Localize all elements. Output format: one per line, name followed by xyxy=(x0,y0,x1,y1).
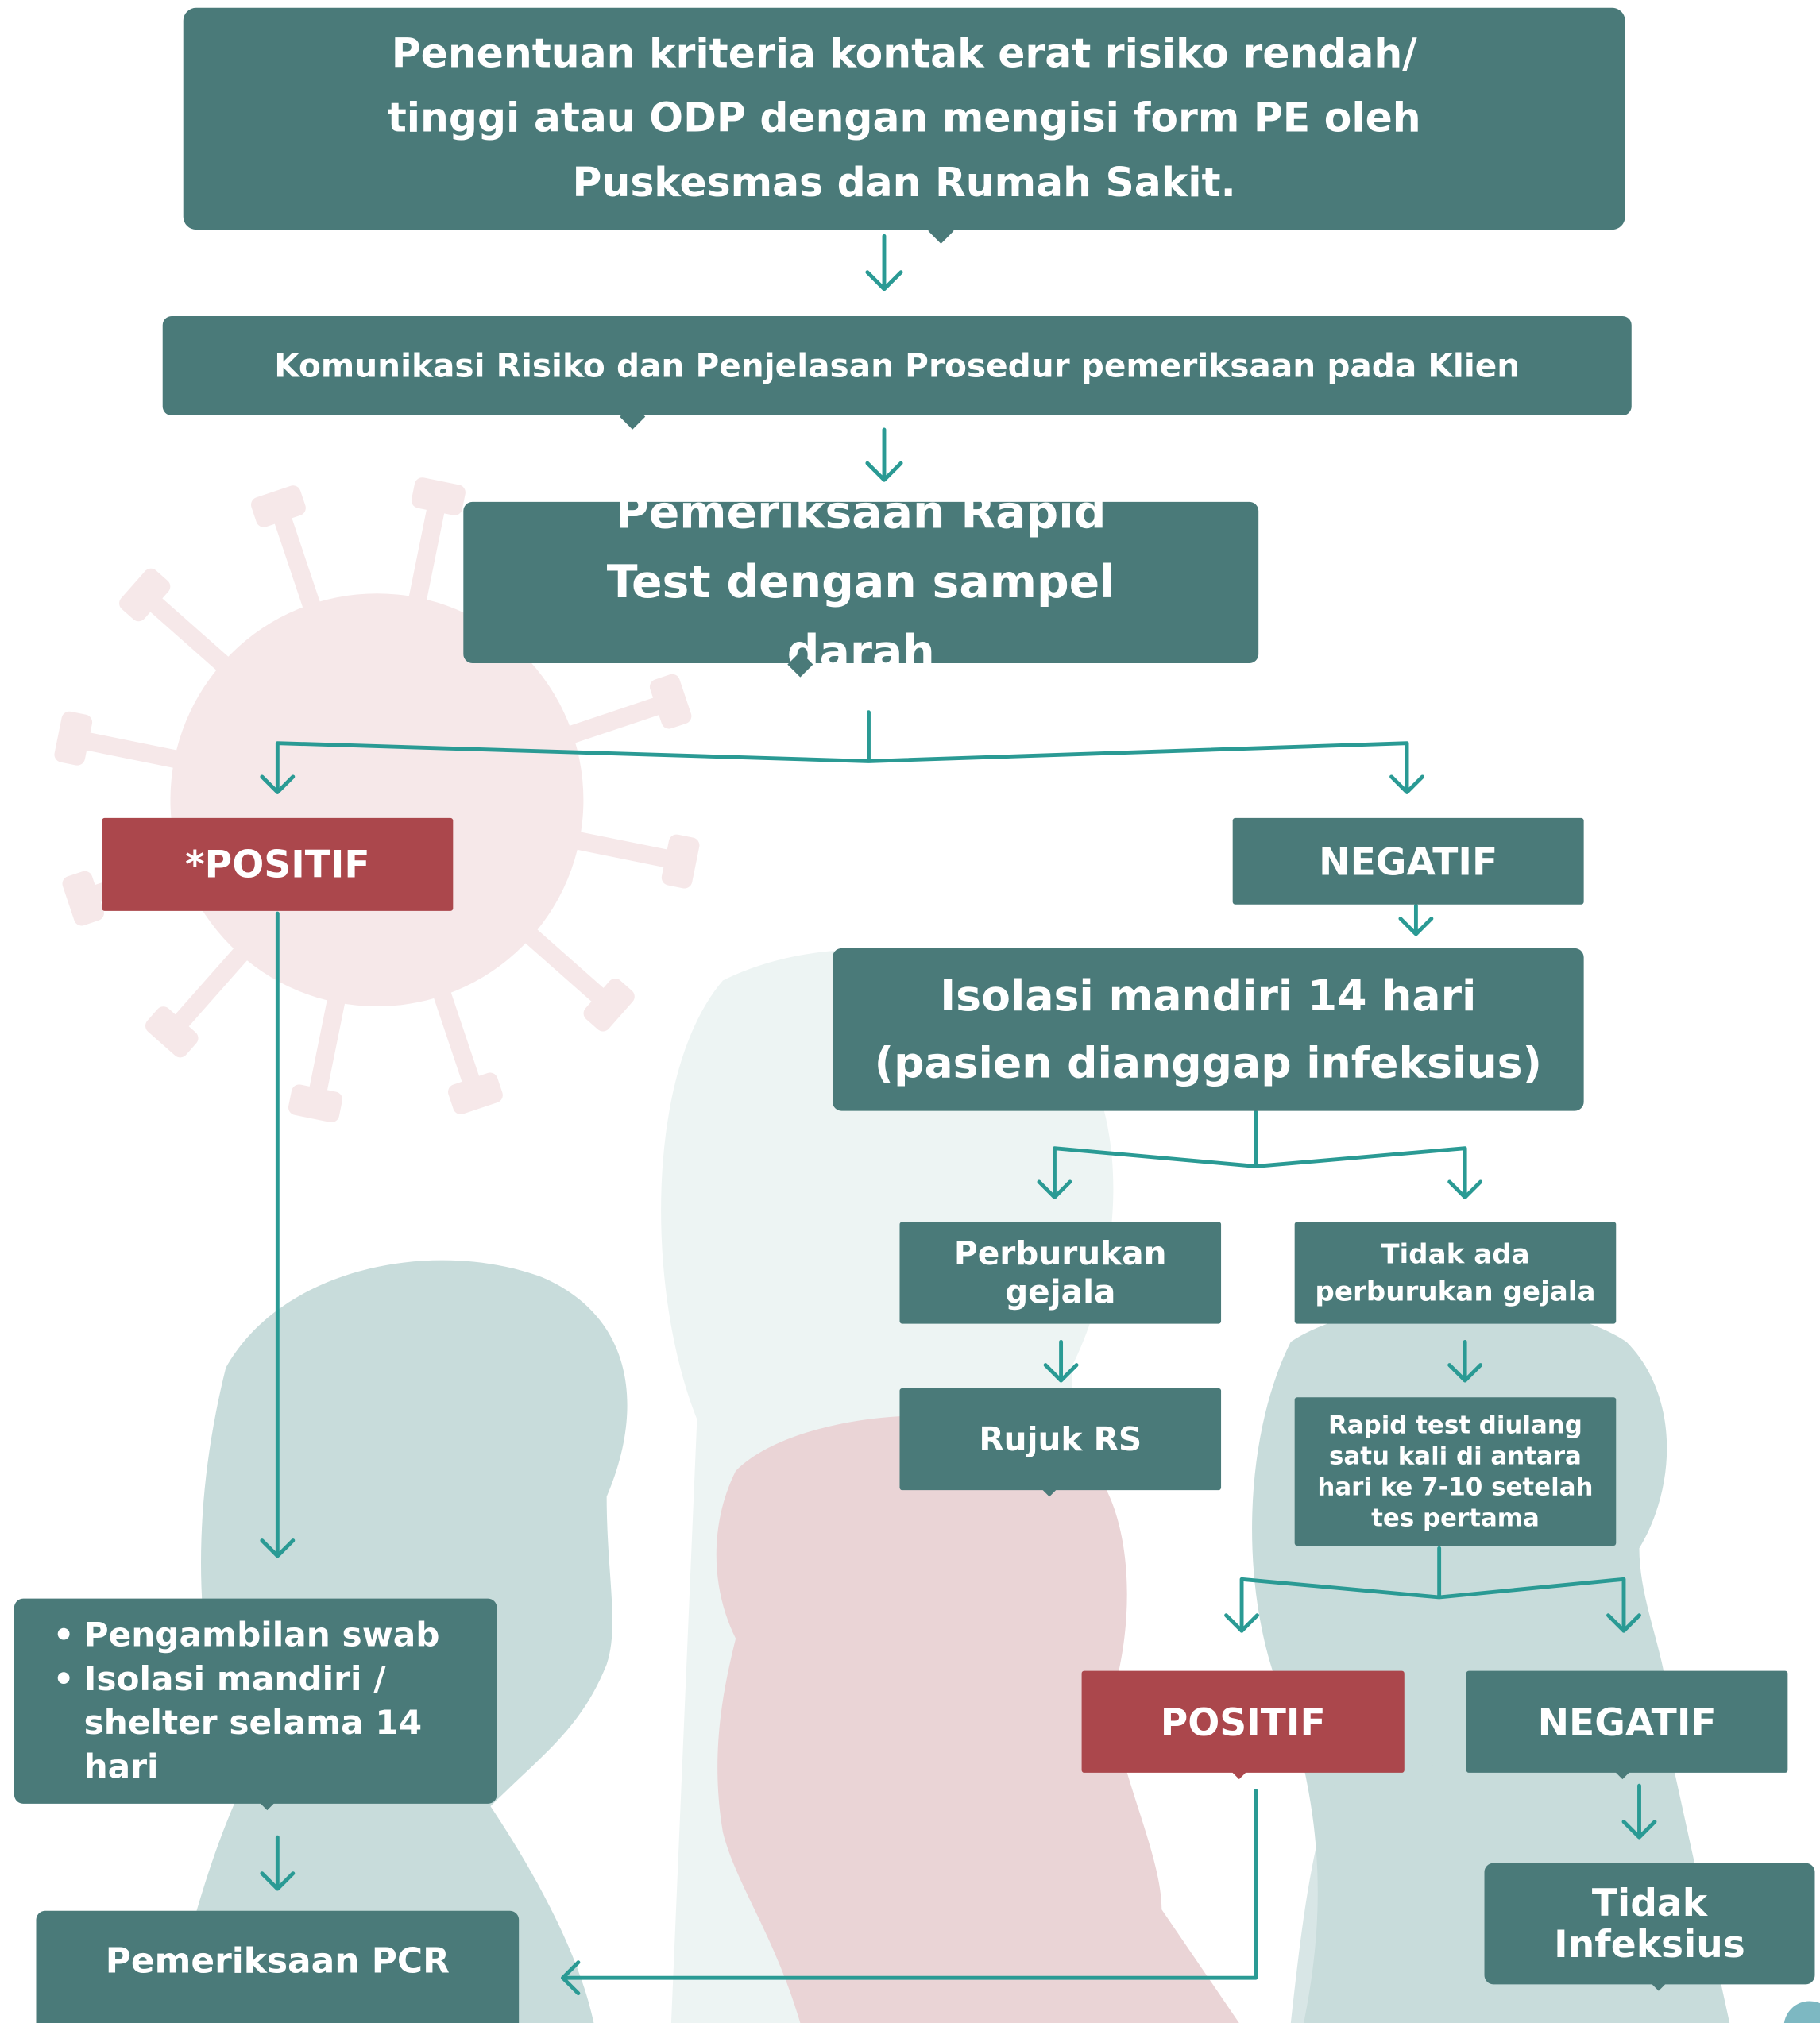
virus-spike-cap xyxy=(119,568,171,622)
isolation-text: Isolasi mandiri 14 hari (pasien dianggap… xyxy=(874,970,1543,1088)
not-infectious-text: Tidak Infeksius xyxy=(1554,1881,1745,1967)
virus-spike-cap xyxy=(62,871,104,926)
arrow-icon xyxy=(1621,1783,1657,1840)
split-connector xyxy=(1239,1546,1626,1633)
swab-list: Pengambilan swab Isolasi mandiri / shelt… xyxy=(53,1613,440,1789)
not-infectious-box: Tidak Infeksius xyxy=(1484,1863,1815,1985)
virus-spike-cap xyxy=(54,711,93,766)
isolation-box: Isolasi mandiri 14 hari (pasien dianggap… xyxy=(832,948,1584,1111)
pcr-text: Pemeriksaan PCR xyxy=(105,1941,450,1982)
virus-spike xyxy=(565,829,682,871)
no-worsening-box: Tidak ada perburukan gejala xyxy=(1294,1222,1617,1324)
arrow-icon xyxy=(1224,1613,1259,1633)
arrow-icon xyxy=(1043,1339,1079,1383)
silhouette-center-2 xyxy=(1290,1728,1451,2023)
virus-spike xyxy=(557,693,674,747)
positive-text: *POSITIF xyxy=(185,842,370,886)
positive-result-box: POSITIF xyxy=(1081,1670,1405,1773)
pcr-box: Pemeriksaan PCR xyxy=(36,1910,520,2023)
communication-text: Komunikasi Risiko dan Penjelasan Prosedu… xyxy=(274,346,1521,385)
virus-spike-cap xyxy=(251,485,306,527)
virus-spike xyxy=(406,494,448,612)
positive-result-text: POSITIF xyxy=(1160,1700,1326,1744)
criteria-text: Penentuan kriteria kontak erat risiko re… xyxy=(387,30,1421,207)
negative-result-box: NEGATIF xyxy=(1466,1670,1788,1773)
virus-spike xyxy=(516,921,616,1012)
rapid-test-text: Pemeriksaan Rapid Test dengan sampel dar… xyxy=(606,487,1115,678)
virus-spike xyxy=(71,729,189,770)
split-connector xyxy=(275,710,1409,794)
swab-isolation-box: Pengambilan swab Isolasi mandiri / shelt… xyxy=(14,1598,497,1804)
virus-spike xyxy=(269,503,324,620)
repeat-test-text: Rapid test diulang satu kali di antara h… xyxy=(1317,1411,1594,1532)
arrow-icon xyxy=(260,1835,296,1891)
virus-spike-cap xyxy=(661,834,700,889)
negative-text: NEGATIF xyxy=(1319,839,1498,883)
negative-box: NEGATIF xyxy=(1232,817,1584,905)
arrow-icon xyxy=(1389,774,1424,794)
negative-result-text: NEGATIF xyxy=(1537,1700,1717,1744)
arrow-icon xyxy=(260,911,296,1558)
virus-spike xyxy=(430,980,485,1097)
virus-spike xyxy=(164,939,256,1038)
virus-spike-cap xyxy=(145,1006,199,1058)
arrow-icon xyxy=(1037,1179,1072,1199)
positive-box: *POSITIF xyxy=(102,817,454,911)
list-item: Pengambilan swab xyxy=(53,1613,440,1657)
arrow-icon xyxy=(260,774,296,794)
arrow-icon xyxy=(865,234,903,291)
refer-hospital-box: Rujuk RS xyxy=(899,1388,1222,1491)
no-worsening-text: Tidak ada perburukan gejala xyxy=(1315,1237,1596,1307)
virus-spike-cap xyxy=(649,674,692,729)
silhouette-center xyxy=(716,1415,1239,2023)
virus-spike xyxy=(138,588,238,679)
refer-hospital-text: Rujuk RS xyxy=(979,1420,1142,1458)
virus-spike-cap xyxy=(583,979,635,1032)
criteria-box: Penentuan kriteria kontak erat risiko re… xyxy=(183,7,1625,230)
arrow-icon xyxy=(865,427,903,482)
arrow-icon xyxy=(1606,1613,1641,1633)
virus-spike-cap xyxy=(411,477,466,515)
virus-spike xyxy=(306,987,348,1106)
arrow-icon xyxy=(1398,903,1434,936)
virus-spike-cap xyxy=(288,1084,342,1123)
worsening-box: Perburukan gejala xyxy=(899,1222,1222,1324)
rapid-test-box: Pemeriksaan Rapid Test dengan sampel dar… xyxy=(463,487,1259,678)
arrow-icon xyxy=(1447,1179,1483,1199)
communication-box: Komunikasi Risiko dan Penjelasan Prosedu… xyxy=(162,315,1632,416)
virus-spike-cap xyxy=(448,1072,503,1114)
repeat-test-box: Rapid test diulang satu kali di antara h… xyxy=(1294,1397,1617,1546)
worsening-text: Perburukan gejala xyxy=(953,1233,1167,1311)
arrow-icon xyxy=(1447,1339,1483,1383)
split-connector xyxy=(1053,1110,1467,1199)
arrow-icon xyxy=(560,1789,1258,1996)
list-item: Isolasi mandiri / shelter selama 14 hari xyxy=(53,1658,423,1789)
